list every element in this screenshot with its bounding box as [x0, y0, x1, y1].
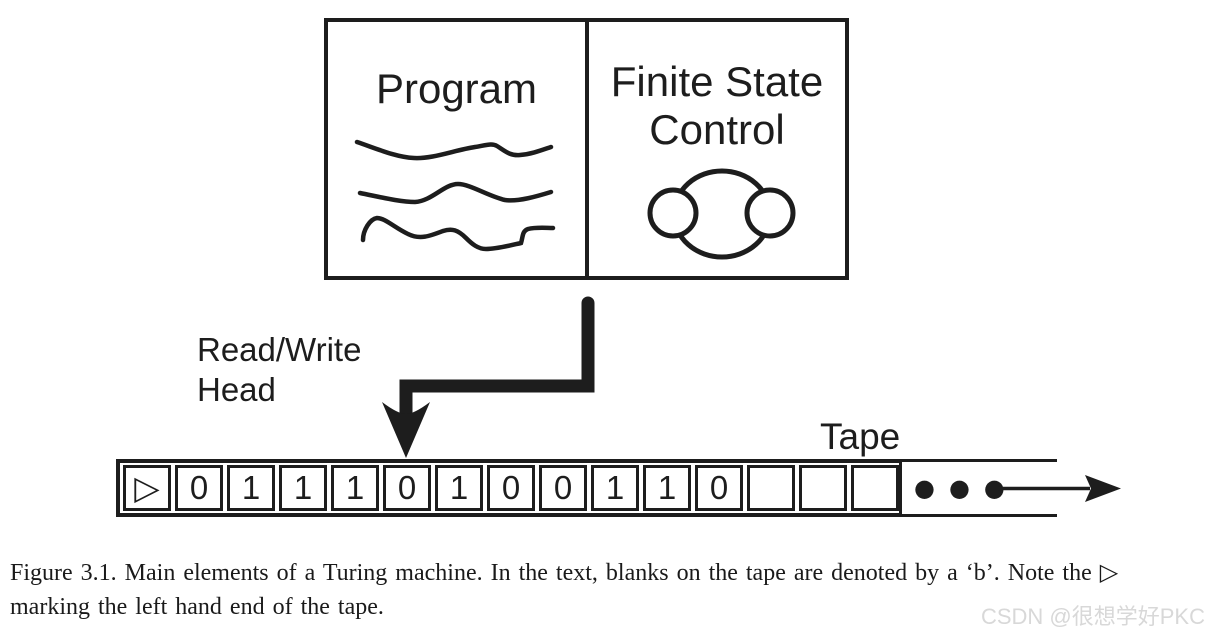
tape-cell	[799, 465, 847, 511]
read-write-head-arrow	[382, 296, 595, 458]
watermark: CSDN @很想学好PKC	[980, 604, 1205, 629]
tape-cell: 0	[175, 465, 223, 511]
tape-cell: 0	[383, 465, 431, 511]
tape-cell: 1	[227, 465, 275, 511]
tape-cell: 1	[279, 465, 327, 511]
panel-divider	[585, 22, 589, 276]
read-write-head-label: Read/Write Head	[197, 331, 362, 408]
tape-cell: 1	[591, 465, 639, 511]
program-label: Program	[375, 65, 538, 112]
figure-caption: Figure 3.1. Main elements of a Turing ma…	[10, 560, 1119, 620]
tape-cell: 0	[487, 465, 535, 511]
tape-cell	[851, 465, 899, 511]
tape-cell: 0	[695, 465, 743, 511]
tape-label: Tape	[820, 416, 901, 457]
tape-cell	[747, 465, 795, 511]
tape-cell: 0	[539, 465, 587, 511]
head-pointer-arrowhead	[382, 402, 430, 458]
tape-cell: ▷	[123, 465, 171, 511]
head-pointer-line	[399, 296, 595, 431]
turing-machine-box: Program Finite State Control	[324, 18, 849, 280]
finite-state-control-label: Finite State Control	[610, 58, 824, 153]
tape-extension: ●●●	[899, 459, 1057, 517]
tape-arrow-head	[1085, 475, 1121, 502]
tape-cell: 1	[331, 465, 379, 511]
tape-cell: 1	[435, 465, 483, 511]
ellipsis-dots: ●●●	[914, 474, 1019, 502]
tape-cell: 1	[643, 465, 691, 511]
